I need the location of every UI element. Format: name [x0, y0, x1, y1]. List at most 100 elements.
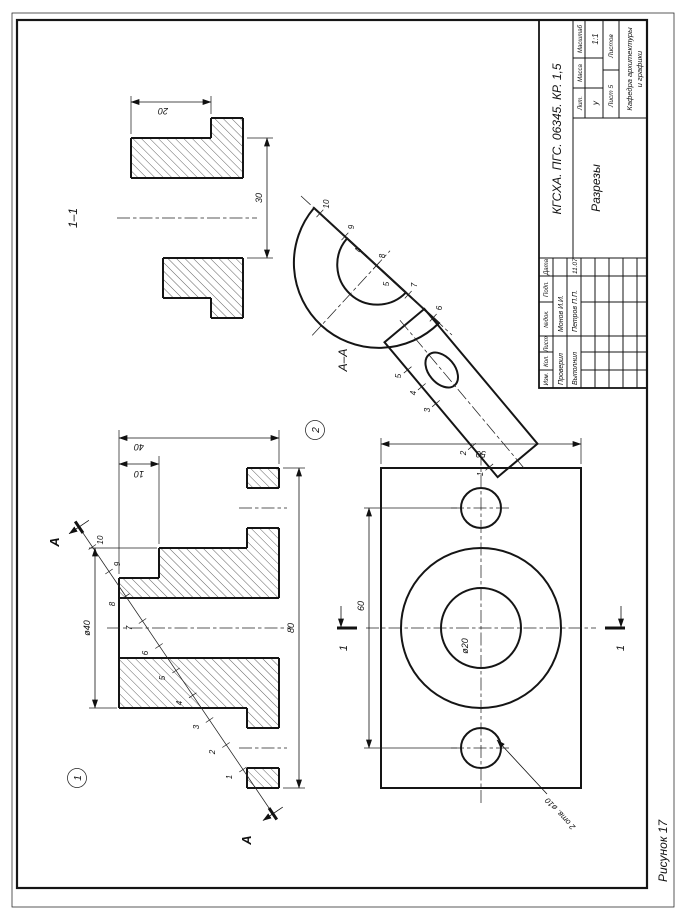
hatch-11-right-wall: [130, 138, 211, 178]
strip-point-2: 2: [459, 450, 468, 456]
point-3-label: 3: [192, 724, 201, 729]
section-1-1-title: 1–1: [66, 208, 80, 228]
tb-checked-role: Проверил: [558, 353, 565, 385]
point-10-label: 10: [96, 535, 105, 544]
tb-scale-value: 1:1: [591, 33, 600, 44]
plan-view: 1 1 60 50 ø20 2 отв. ø10: [336, 438, 627, 833]
tb-col-kol: Кол.: [544, 355, 550, 367]
dim-dia20-label: ø20: [460, 638, 470, 654]
plate-section-strip: [382, 307, 539, 479]
disc-point-4: 4: [354, 247, 363, 252]
front-outline: [117, 467, 280, 789]
strip-point-5: 5: [394, 373, 403, 378]
tb-col-data: Дата: [544, 258, 550, 275]
cut-a-arrow-bottom: [262, 806, 283, 821]
strip-point-4: 4: [409, 390, 418, 395]
hatch-plate-2: [246, 658, 279, 728]
holes-note-label: 2 отв. ø10: [542, 796, 577, 833]
plan-centerlines: [365, 453, 596, 803]
tb-made-date: 11.07: [572, 258, 579, 274]
tb-sheet-label: Лист 5: [608, 85, 615, 109]
point-2-label: 2: [208, 749, 217, 755]
point-9-label: 9: [113, 561, 122, 566]
title-block-border: [537, 19, 648, 389]
strip-point-1: 1: [476, 472, 485, 476]
hatch-boss-step: [158, 548, 247, 578]
point-7-label: 7: [125, 625, 134, 630]
hatch-boss-right-wall: [118, 578, 247, 598]
section-a-a-title: А–А: [336, 349, 350, 373]
disc-point-8: 8: [378, 253, 387, 258]
tb-scale-label: Масштаб: [578, 24, 584, 53]
point-8-label: 8: [108, 601, 117, 606]
engineering-drawing: А А 1 2 3 4 5 6 7 8 9 10 ø40 40: [11, 12, 674, 908]
tb-col-list: Лист: [544, 336, 550, 352]
tb-checked-name: Монов И.И.: [558, 295, 565, 332]
figure-caption: Рисунок 17: [656, 819, 670, 882]
ext-lines-60: [363, 507, 457, 749]
disc-point-9: 9: [347, 224, 356, 229]
tb-made-name: Петров П.П.: [572, 290, 579, 332]
tb-org-line2: и графики: [635, 50, 644, 87]
point-6-label: 6: [141, 650, 150, 655]
tb-org-line1: Кафедра архитектуры: [625, 27, 634, 111]
dim-dia40-label: ø40: [82, 620, 92, 636]
tb-doc-title: Разрезы: [589, 164, 603, 212]
holes-note-leader: [496, 739, 547, 795]
dim-80-label: 80: [286, 623, 296, 633]
tb-lit-value: у: [591, 100, 600, 106]
hatch-11-plate-right: [210, 118, 243, 178]
drawing-sheet: А А 1 2 3 4 5 6 7 8 9 10 ø40 40: [10, 12, 675, 908]
halfdisc-ticks: [315, 209, 437, 322]
cutting-line-ticks: [87, 544, 247, 773]
strip-hole-ellipse: [423, 351, 459, 389]
dim-40-label: 40: [133, 442, 143, 452]
point-5-label: 5: [158, 675, 167, 680]
disc-point-7: 7: [410, 282, 419, 287]
tb-col-ndok: №док.: [543, 310, 550, 328]
strip-outline: [382, 307, 539, 479]
strip-ticks: [403, 366, 493, 471]
sheet-edge-border: [11, 12, 674, 908]
disc-point-5: 5: [382, 281, 391, 286]
tb-col-podp: Подп.: [544, 281, 550, 297]
dim-30-label: 30: [254, 193, 264, 203]
front-centerlines: [106, 507, 291, 749]
strip-point-3: 3: [423, 407, 432, 412]
cut-a-label-top: А: [47, 537, 62, 547]
boss-section-halfdisc: [292, 206, 440, 349]
disc-point-10: 10: [322, 199, 331, 208]
dim-60-label: 60: [356, 601, 366, 611]
hatch-plate-1: [246, 768, 279, 788]
hole-section-halfdisc: [335, 236, 407, 306]
tb-lit-label: Лит.: [578, 96, 584, 111]
cut-1-label-bottom: 1: [615, 645, 627, 651]
tb-col-izm: Изм.: [544, 373, 550, 386]
cut-a-label-bottom: А: [239, 835, 254, 845]
hatch-plate-4: [246, 468, 279, 488]
drawing-frame: [15, 18, 648, 890]
hatch-plate-3: [246, 528, 279, 598]
cut-1-label-top: 1: [338, 645, 350, 651]
disc-point-6: 6: [435, 305, 444, 310]
tb-mass-label: Масса: [578, 63, 584, 81]
hatch-11-left-wall: [162, 258, 211, 298]
tb-designation: КГСХА. ПГС. 06345. КР. 1,5: [550, 63, 564, 214]
dim-10-label: 10: [133, 469, 143, 479]
view-2-number: 2: [311, 427, 322, 434]
front-section-view: А А 1 2 3 4 5 6 7 8 9 10 ø40 40: [47, 430, 305, 846]
hatch-boss-left-wall: [118, 658, 247, 708]
section-1-1-view: 1–1 20 30: [66, 96, 273, 319]
dim-50-label: 50: [475, 449, 485, 459]
tb-sheets-label: Листов: [608, 34, 615, 59]
hatch-11-plate-left: [210, 258, 243, 318]
cut-a-arrow-top: [68, 519, 89, 535]
tb-made-role: Выполнил: [572, 352, 579, 385]
view-1-number: 1: [73, 775, 84, 781]
dim-20-label: 20: [157, 106, 168, 116]
point-4-label: 4: [175, 700, 184, 705]
point-1-label: 1: [225, 775, 234, 779]
title-block: КГСХА. ПГС. 06345. КР. 1,5 Разрезы Изм. …: [537, 19, 648, 389]
title-block-grid: [538, 20, 647, 388]
